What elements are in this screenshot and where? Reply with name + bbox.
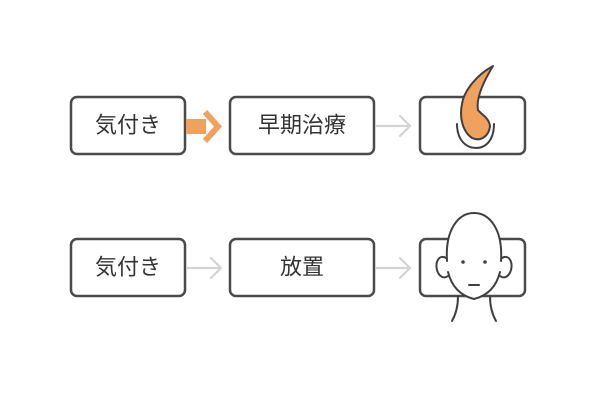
- thick-arrow-right-icon: [186, 109, 223, 144]
- step-label-neglect: 放置: [280, 256, 324, 281]
- step-box-early-treatment: 早期治療: [228, 95, 376, 156]
- thin-arrow-right-icon: [374, 256, 412, 280]
- thin-arrow-right-icon: [374, 114, 412, 138]
- step-label-awareness: 気付き: [95, 114, 161, 139]
- step-box-awareness-2: 気付き: [69, 237, 187, 298]
- step-label-early-treatment: 早期治療: [258, 114, 346, 139]
- bald-head-icon: [435, 212, 513, 322]
- result-box-healthy: [418, 65, 527, 156]
- step-label-awareness-2: 気付き: [95, 256, 161, 281]
- flow-row-early-treatment: 気付き 早期治療: [69, 65, 527, 156]
- flow-row-neglect: 気付き 放置: [69, 212, 527, 322]
- hair-follicle-icon: [456, 65, 495, 150]
- thin-arrow-right-icon: [185, 256, 223, 280]
- step-box-awareness: 気付き: [69, 95, 187, 156]
- step-box-neglect: 放置: [228, 237, 376, 298]
- result-box-bald: [418, 212, 527, 322]
